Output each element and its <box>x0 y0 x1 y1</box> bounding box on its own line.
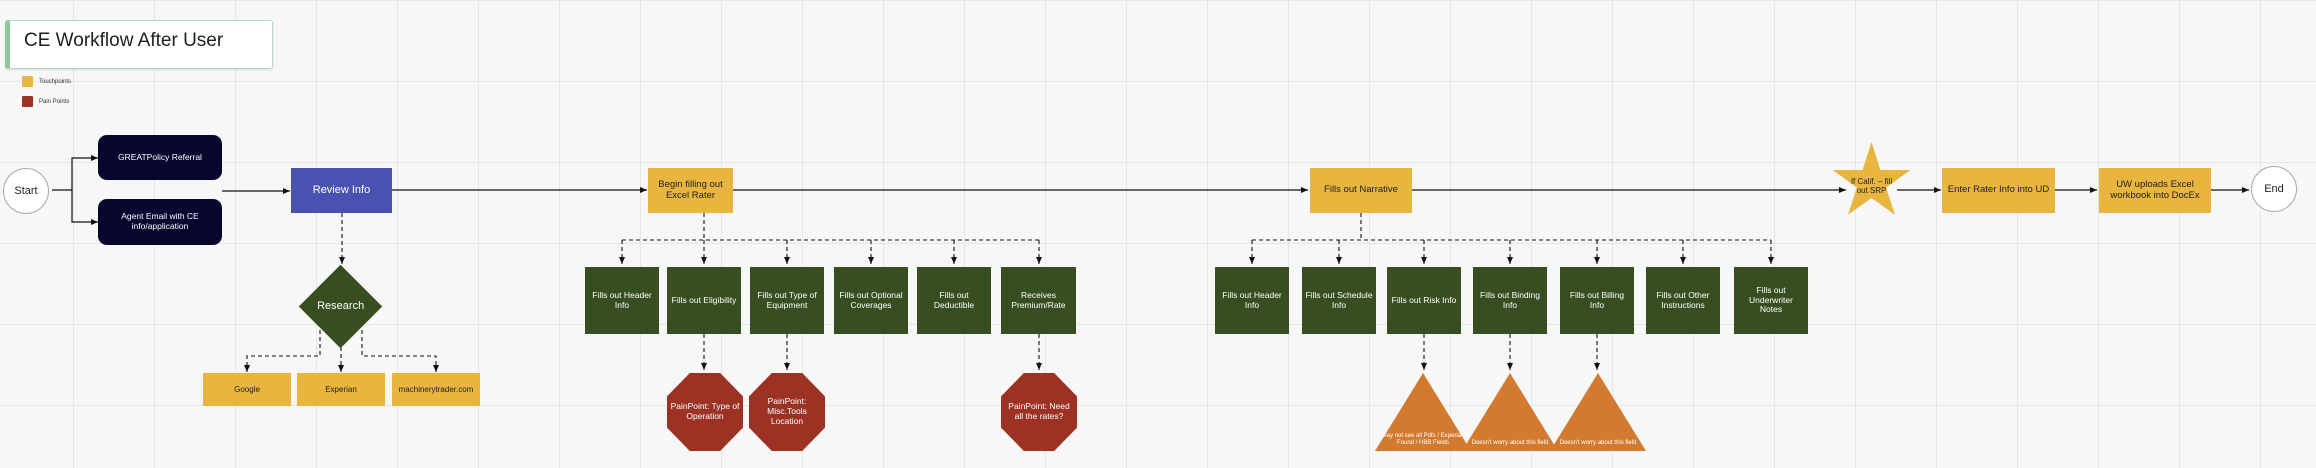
narrative-billing-info-node[interactable]: Fills out Billing Info <box>1560 267 1634 334</box>
narrative-underwriter-notes-node[interactable]: Fills out Underwriter Notes <box>1734 267 1808 334</box>
painpoint-misc-tools-location[interactable]: PainPoint: Misc.Tools Location <box>749 373 825 451</box>
end-node[interactable]: End <box>2251 166 2297 212</box>
fill-narrative-node[interactable]: Fills out Narrative <box>1310 168 1412 213</box>
narrative-risk-info-node[interactable]: Fills out Risk Info <box>1387 267 1461 334</box>
uw-uploads-docex-node[interactable]: UW uploads Excel workbook into DocEx <box>2099 168 2211 213</box>
google-node[interactable]: Google <box>203 373 291 406</box>
legend-pain-points: Pain Points <box>22 96 69 107</box>
board-title: CE Workflow After User <box>24 30 224 51</box>
legend-touchpoints: Touchpoints <box>22 76 71 87</box>
legend-label-touchpoints: Touchpoints <box>39 78 72 85</box>
fill-deductible-node[interactable]: Fills out Deductible <box>917 267 991 334</box>
fill-eligibility-node[interactable]: Fills out Eligibility <box>667 267 741 334</box>
machinerytrader-node[interactable]: machinerytrader.com <box>392 373 480 406</box>
legend-swatch-pain-points <box>22 96 33 107</box>
start-node[interactable]: Start <box>3 168 49 214</box>
narrative-header-info-node[interactable]: Fills out Header Info <box>1215 267 1289 334</box>
connector-research-google <box>244 330 321 372</box>
begin-excel-rater-node[interactable]: Begin filling out Excel Rater <box>648 168 733 213</box>
experian-node[interactable]: Experian <box>297 373 385 406</box>
enter-rater-ud-node[interactable]: Enter Rater Info into UD <box>1942 168 2055 213</box>
connector-start-agent <box>71 190 98 225</box>
narrative-other-instructions-node[interactable]: Fills out Other Instructions <box>1646 267 1720 334</box>
great-policy-referral-node[interactable]: GREATPolicy Referral <box>98 135 222 180</box>
research-label: Research <box>316 300 365 313</box>
legend-label-pain-points: Pain Points <box>39 98 70 105</box>
connector-research-machinery <box>361 330 439 372</box>
painpoint-need-all-rates[interactable]: PainPoint: Need all the rates? <box>1001 373 1077 451</box>
agent-email-node[interactable]: Agent Email with CE info/application <box>98 199 222 245</box>
receives-premium-node[interactable]: Receives Premium/Rate <box>1001 267 1076 334</box>
fill-optional-coverages-node[interactable]: Fills out Optional Coverages <box>834 267 908 334</box>
connector-start-great <box>52 155 98 191</box>
fill-header-info-node[interactable]: Fills out Header Info <box>585 267 659 334</box>
review-info-node[interactable]: Review Info <box>291 168 392 213</box>
painpoint-type-of-operation[interactable]: PainPoint: Type of Operation <box>667 373 743 451</box>
legend-swatch-touchpoints <box>22 76 33 87</box>
board-title-card[interactable]: CE Workflow After User <box>5 20 273 69</box>
fill-equipment-node[interactable]: Fills out Type of Equipment <box>750 267 824 334</box>
narrative-schedule-info-node[interactable]: Fills out Schedule Info <box>1302 267 1376 334</box>
narrative-binding-info-node[interactable]: Fills out Binding Info <box>1473 267 1547 334</box>
